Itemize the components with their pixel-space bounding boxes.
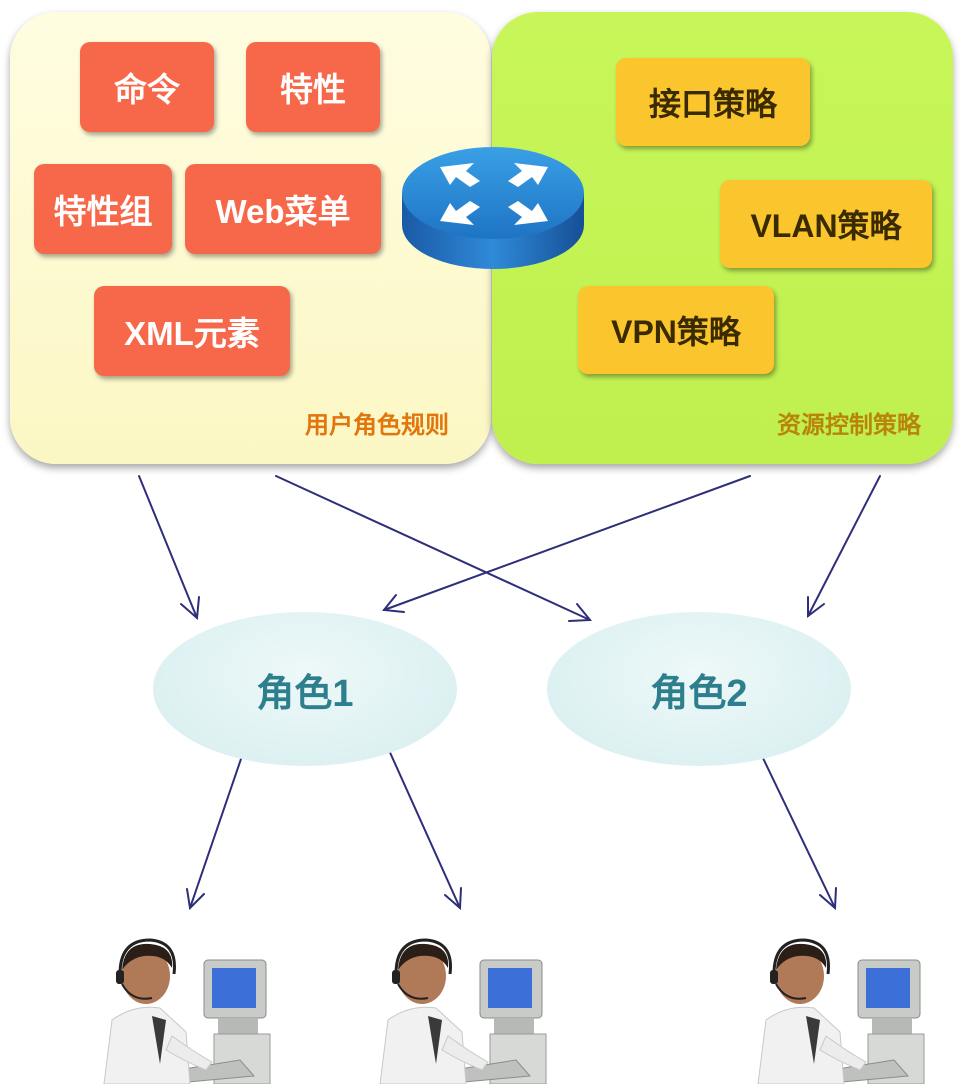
rule-feature-group-box: 特性组: [34, 164, 172, 254]
policy-vlan-box: VLAN策略: [720, 180, 932, 268]
rule-command-box: 命令: [80, 42, 214, 132]
resource-control-policies-title: 资源控制策略: [777, 412, 921, 439]
arrowhead: [819, 887, 837, 911]
arrow-resource-to-role2: [807, 475, 881, 617]
arrowhead: [186, 888, 205, 911]
user-at-computer-icon: [94, 924, 278, 1084]
arrowhead: [568, 603, 593, 622]
arrow-role1-to-user1: [189, 755, 243, 909]
rule-xml-element-box: XML元素: [94, 286, 290, 376]
arrow-user-rules-to-role2: [275, 475, 591, 621]
arrow-role1-to-user2: [387, 747, 461, 909]
router-icon: [402, 147, 584, 269]
arrow-role2-to-user3: [761, 755, 836, 909]
user-role-rules-title: 用户角色规则: [305, 412, 449, 439]
arrow-resource-to-role1: [383, 475, 751, 611]
user-at-computer-icon: [370, 924, 554, 1084]
role-2-label: 角色2: [650, 672, 748, 715]
role-1-label: 角色1: [256, 672, 354, 715]
arrowhead: [180, 596, 200, 621]
policy-interface-box: 接口策略: [616, 58, 810, 146]
user-at-computer-icon: [748, 924, 932, 1084]
arrow-user-rules-to-role1: [138, 475, 198, 619]
rule-feature-box: 特性: [246, 42, 380, 132]
arrowhead: [444, 887, 462, 911]
arrowhead: [382, 594, 405, 613]
rule-web-menu-box: Web菜单: [185, 164, 381, 254]
policy-vpn-box: VPN策略: [578, 286, 774, 374]
arrowhead: [807, 596, 825, 618]
role-2-ellipse: 角色2: [547, 612, 851, 766]
role-1-ellipse: 角色1: [153, 612, 457, 766]
